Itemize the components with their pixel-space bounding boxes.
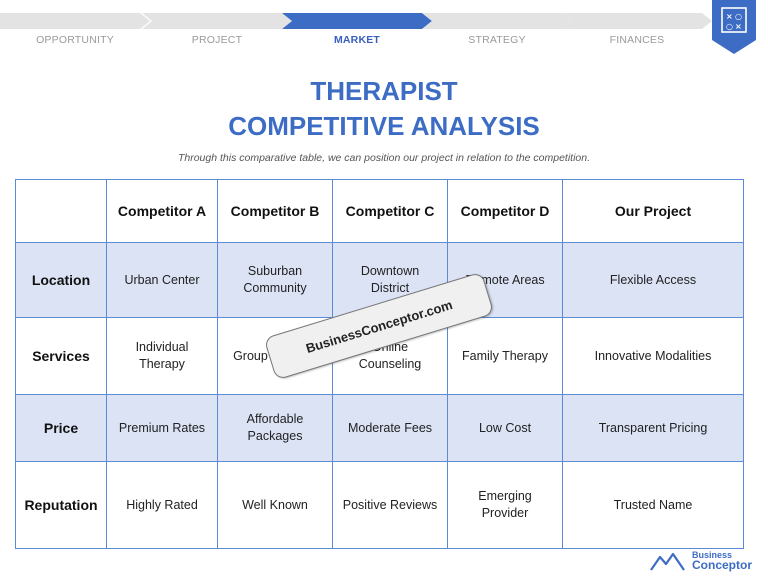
step-opportunity[interactable]: OPPORTUNITY <box>0 13 150 51</box>
table-cell: Urban Center <box>106 242 218 318</box>
step-strategy[interactable]: STRATEGY <box>422 13 572 51</box>
svg-text:○: ○ <box>726 22 733 31</box>
table-cell: Family Therapy <box>447 317 563 395</box>
table-cell: Suburban Community <box>217 242 333 318</box>
strategy-board-icon: × ○ ○ × <box>712 0 756 54</box>
mountain-icon <box>650 552 685 571</box>
table-cell: Affordable Packages <box>217 394 333 462</box>
row-label-price: Price <box>15 394 107 462</box>
chevron-shape <box>0 13 150 29</box>
step-project[interactable]: PROJECT <box>142 13 292 51</box>
row-label-location: Location <box>15 242 107 318</box>
table-row: Reputation Highly Rated Well Known Posit… <box>15 461 744 549</box>
header-competitor-d: Competitor D <box>447 179 563 243</box>
brand-logo: Business Conceptor <box>650 550 760 572</box>
table-cell: Innovative Modalities <box>562 317 744 395</box>
header-competitor-a: Competitor A <box>106 179 218 243</box>
svg-text:×: × <box>735 22 742 31</box>
chevron-shape <box>142 13 292 29</box>
chevron-shape <box>562 13 712 29</box>
table-cell: Flexible Access <box>562 242 744 318</box>
table-cell: Transparent Pricing <box>562 394 744 462</box>
step-label: FINANCES <box>609 34 665 46</box>
svg-text:×: × <box>726 12 733 21</box>
header-competitor-b: Competitor B <box>217 179 333 243</box>
progress-nav: OPPORTUNITY PROJECT MARKET STRATEGY FINA… <box>0 13 712 51</box>
title-line-1: THERAPIST <box>310 76 458 106</box>
table-cell: Individual Therapy <box>106 317 218 395</box>
table-header-row: Competitor A Competitor B Competitor C C… <box>15 179 744 243</box>
title-line-2: COMPETITIVE ANALYSIS <box>228 111 540 141</box>
page-subtitle: Through this comparative table, we can p… <box>177 152 591 164</box>
brand-line-1: Business <box>692 550 733 560</box>
header-cell-empty <box>15 179 107 243</box>
step-label: STRATEGY <box>468 34 526 46</box>
header-competitor-c: Competitor C <box>332 179 448 243</box>
table-cell: Positive Reviews <box>332 461 448 549</box>
brand-line-2: Conceptor <box>692 558 752 572</box>
competitive-analysis-table: Competitor A Competitor B Competitor C C… <box>15 179 744 549</box>
chevron-shape <box>282 13 432 29</box>
row-label-reputation: Reputation <box>15 461 107 549</box>
step-label: PROJECT <box>191 34 243 46</box>
chevron-shape <box>422 13 572 29</box>
table-row: Price Premium Rates Affordable Packages … <box>15 394 744 462</box>
table-cell: Premium Rates <box>106 394 218 462</box>
step-market[interactable]: MARKET <box>282 13 432 51</box>
header-our-project: Our Project <box>562 179 744 243</box>
table-cell: Well Known <box>217 461 333 549</box>
step-label: MARKET <box>333 34 381 46</box>
table-cell: Highly Rated <box>106 461 218 549</box>
table-cell: Moderate Fees <box>332 394 448 462</box>
table-cell: Low Cost <box>447 394 563 462</box>
row-label-services: Services <box>15 317 107 395</box>
step-finances[interactable]: FINANCES <box>562 13 712 51</box>
svg-text:○: ○ <box>735 12 742 21</box>
table-cell: Emerging Provider <box>447 461 563 549</box>
page-title: THERAPIST COMPETITIVE ANALYSIS <box>0 74 768 144</box>
table-cell: Trusted Name <box>562 461 744 549</box>
step-label: OPPORTUNITY <box>36 34 114 46</box>
